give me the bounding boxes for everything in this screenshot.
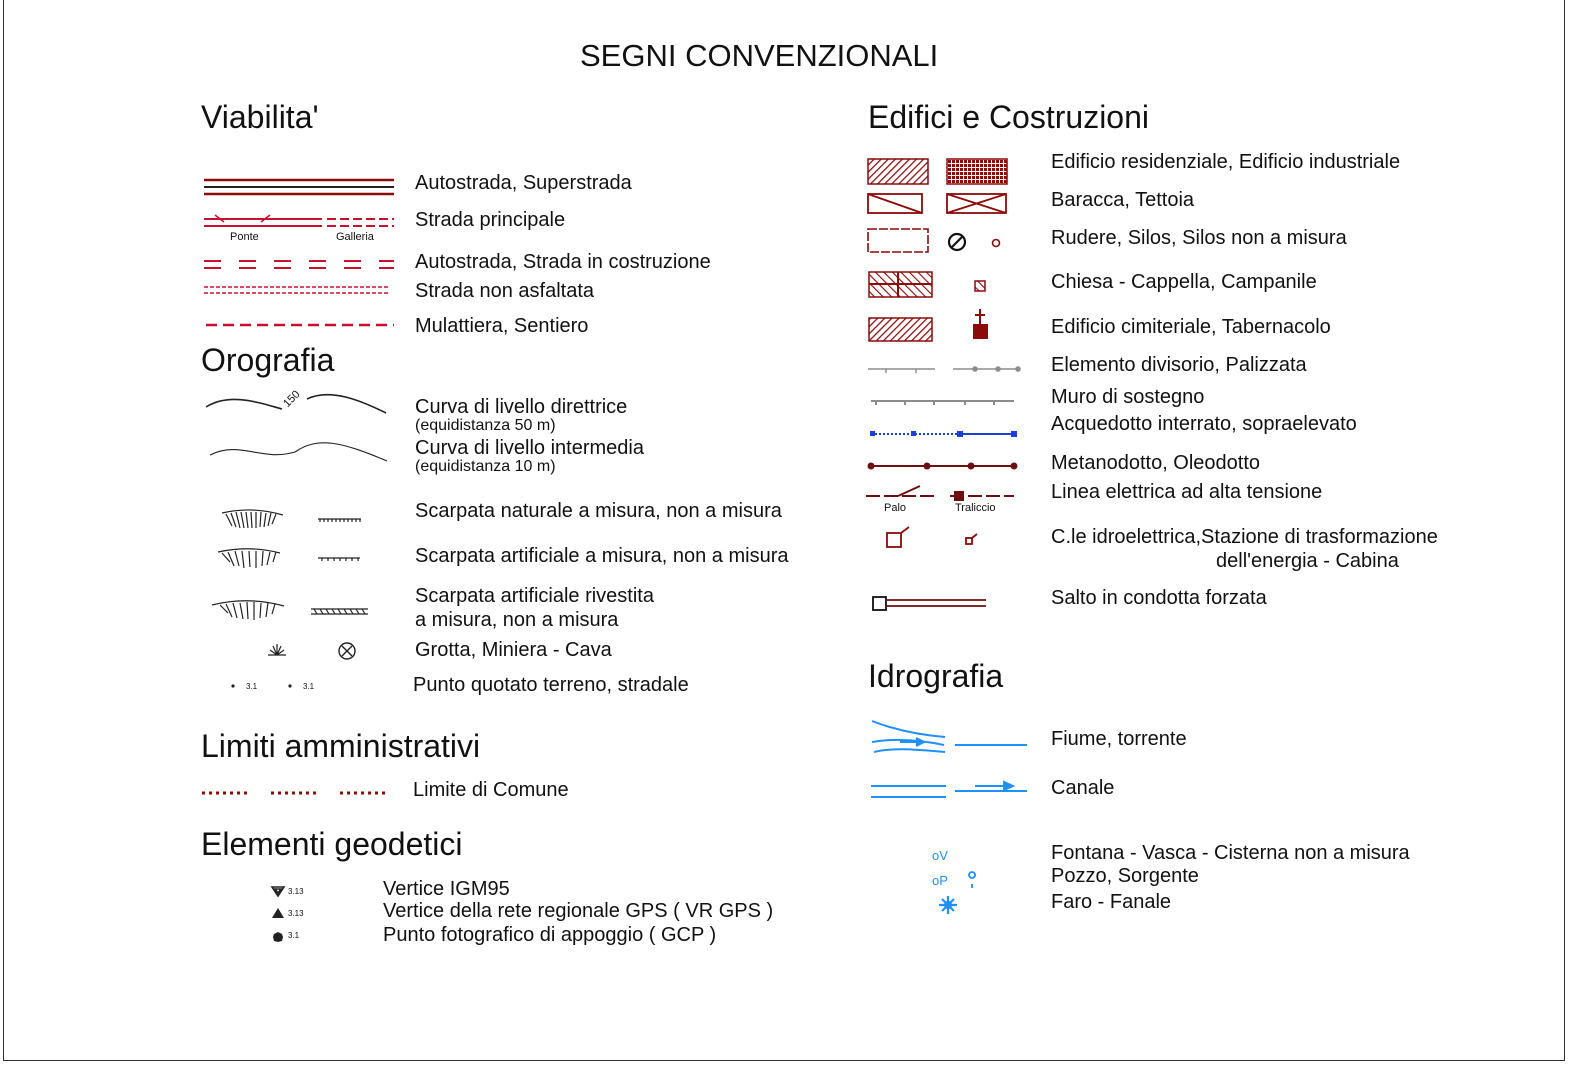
curva-direttrice-label: Curva di livello direttrice — [415, 396, 628, 418]
legend-frame — [3, 0, 1565, 1061]
geodetico-value: 3.1 — [288, 931, 300, 940]
vertice-gps-icon — [272, 908, 284, 918]
curva-intermedia-label: Curva di livello intermedia — [415, 437, 644, 459]
equidistanza-50-label: (equidistanza 50 m) — [415, 417, 556, 434]
campanile-symbol — [974, 280, 986, 292]
ponte-label: Ponte — [230, 231, 259, 243]
idrografia-item: Fiume, torrente — [1051, 728, 1187, 750]
idrografia-item: Faro - Fanale — [1051, 891, 1172, 913]
geodetico-value: 3.13 — [288, 887, 304, 896]
gcp-icon — [273, 932, 283, 942]
edifici-item: Muro di sostegno — [1051, 386, 1205, 408]
rudere-symbol — [867, 228, 929, 253]
contour-direttrice-line-b — [306, 393, 387, 414]
punto-quotato-label: Punto quotato terreno, stradale — [413, 674, 689, 696]
palizzata-symbol — [953, 366, 1021, 372]
centrale-idroelettrica-icon — [886, 526, 910, 548]
edifici-item: dell'energia - Cabina — [1216, 550, 1399, 572]
linea-elettrica-symbol — [866, 485, 1014, 501]
viabilita-item: Strada non asfaltata — [415, 280, 595, 302]
scarpata-naturale-label: Scarpata naturale a misura, non a misura — [415, 500, 782, 522]
chiesa-symbol — [868, 271, 933, 298]
autostrada-symbol — [204, 178, 394, 196]
page-title: SEGNI CONVENZIONALI — [580, 38, 939, 73]
viabilita-item: Mulattiera, Sentiero — [415, 315, 589, 337]
vertice-igm95-icon — [270, 886, 286, 898]
edificio-residenziale-symbol — [867, 158, 929, 185]
muro-sostegno-symbol — [871, 400, 1014, 405]
scarpata-rivestita-label: Scarpata artificiale rivestita — [415, 585, 654, 607]
grotta-label: Grotta, Miniera - Cava — [415, 639, 612, 661]
idrografia-item: Pozzo, Sorgente — [1051, 865, 1199, 887]
edificio-industriale-symbol — [946, 158, 1008, 185]
fiume-symbol — [871, 720, 946, 753]
edifici-item: Acquedotto interrato, sopraelevato — [1051, 413, 1357, 435]
edifici-item: Salto in condotta forzata — [1051, 587, 1267, 609]
canale-symbol — [871, 780, 1027, 798]
traliccio-label: Traliccio — [955, 502, 996, 514]
faro-icon — [939, 896, 957, 914]
viabilita-heading: Viabilita' — [201, 99, 319, 135]
geodetico-label: Punto fotografico di appoggio ( GCP ) — [383, 924, 717, 946]
pozzo-code: oP — [932, 873, 948, 888]
scarpata-rivestita-symbol — [211, 600, 368, 620]
equidistanza-10-label: (equidistanza 10 m) — [415, 458, 556, 475]
quota-terreno-value: 3.1 — [246, 682, 258, 691]
geodetico-label: Vertice IGM95 — [383, 878, 510, 900]
idrografia-item: Fontana - Vasca - Cisterna non a misura — [1051, 842, 1410, 864]
scarpata-rivestita-label-2: a misura, non a misura — [415, 609, 619, 631]
edifici-item: C.le idroelettrica,Stazione di trasforma… — [1051, 526, 1438, 548]
cabina-icon — [965, 533, 978, 545]
sorgente-icon — [968, 871, 976, 888]
edifici-item: Edificio residenziale, Edificio industri… — [1051, 151, 1401, 173]
tettoia-symbol — [946, 193, 1007, 214]
contour-direttrice-line — [205, 398, 283, 410]
edificio-cimiteriale-symbol — [868, 317, 933, 342]
punto-quotato-stradale-dot — [288, 684, 292, 688]
contour-intermedia-line — [209, 442, 388, 462]
palo-label: Palo — [884, 502, 907, 514]
strada-costruzione-symbol — [204, 260, 394, 269]
idrografia-heading: Idrografia — [868, 658, 1004, 694]
strada-principale-symbol — [204, 214, 394, 227]
galleria-label: Galleria — [336, 231, 374, 243]
geodetico-label: Vertice della rete regionale GPS ( VR GP… — [383, 900, 774, 922]
tabernacolo-icon — [973, 309, 988, 339]
silos-icon — [947, 232, 967, 252]
scarpata-artificiale-symbol — [217, 548, 360, 569]
scarpata-naturale-symbol — [221, 509, 361, 529]
grotta-icon — [268, 644, 286, 656]
edifici-item: Elemento divisorio, Palizzata — [1051, 354, 1307, 376]
edifici-item: Edificio cimiteriale, Tabernacolo — [1051, 316, 1331, 338]
edifici-item: Linea elettrica ad alta tensione — [1051, 481, 1323, 503]
edifici-item: Metanodotto, Oleodotto — [1051, 452, 1261, 474]
idrografia-item: Canale — [1051, 777, 1115, 799]
strada-non-asfaltata-symbol — [204, 286, 388, 294]
limiti-heading: Limiti amministrativi — [201, 728, 481, 764]
metanodotto-symbol — [867, 462, 1018, 470]
fontana-code: oV — [932, 848, 948, 863]
edifici-item: Baracca, Tettoia — [1051, 189, 1195, 211]
geodetici-heading: Elementi geodetici — [201, 826, 463, 862]
geodetico-value: 3.13 — [288, 909, 304, 918]
condotta-forzata-symbol — [872, 596, 986, 611]
acquedotto-symbol — [870, 431, 1017, 437]
miniera-cava-icon — [338, 642, 356, 660]
silos-non-misura-icon — [991, 238, 1001, 248]
orografia-heading: Orografia — [201, 342, 335, 378]
edifici-item: Chiesa - Cappella, Campanile — [1051, 271, 1317, 293]
baracca-symbol — [867, 193, 923, 214]
scarpata-artificiale-label: Scarpata artificiale a misura, non a mis… — [415, 545, 789, 567]
edifici-heading: Edifici e Costruzioni — [868, 99, 1149, 135]
edifici-item: Rudere, Silos, Silos non a misura — [1051, 227, 1347, 249]
viabilita-item: Autostrada, Superstrada — [415, 172, 632, 194]
elemento-divisorio-symbol — [868, 368, 935, 373]
viabilita-item: Autostrada, Strada in costruzione — [415, 251, 711, 273]
limite-comune-label: Limite di Comune — [413, 779, 569, 801]
quota-stradale-value: 3.1 — [303, 682, 315, 691]
punto-quotato-terreno-dot — [231, 684, 235, 688]
viabilita-item: Strada principale — [415, 209, 566, 231]
